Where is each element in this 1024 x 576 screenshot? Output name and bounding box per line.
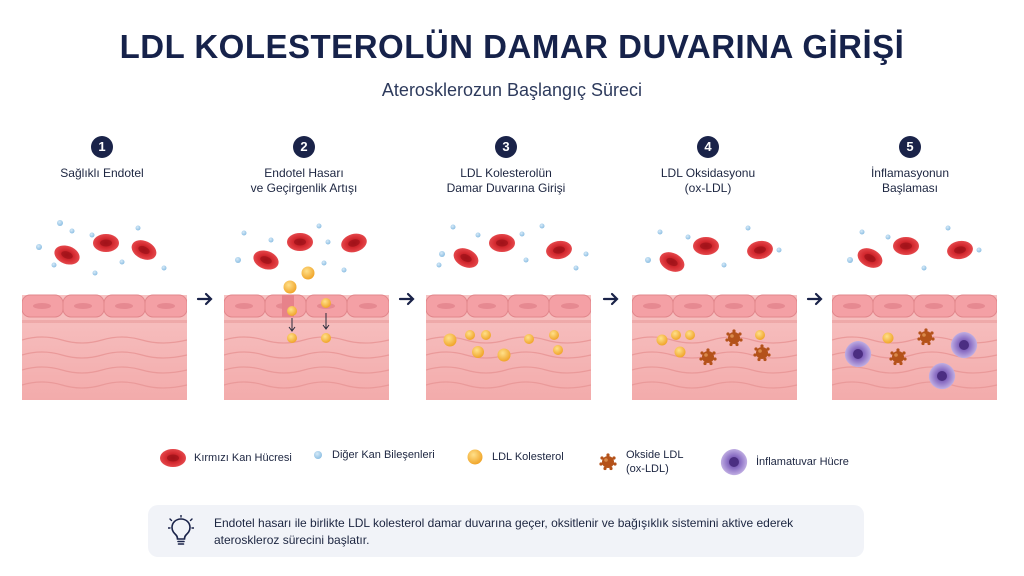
step-2-header: 2 Endotel Hasarı ve Geçirgenlik Artışı xyxy=(214,136,394,196)
step-title: Endotel Hasarı ve Geçirgenlik Artışı xyxy=(250,166,358,195)
blood-component-icon xyxy=(314,451,322,459)
legend-item-inflammatory-cell: İnflamatuvar Hücre xyxy=(720,448,849,476)
legend-label: İnflamatuvar Hücre xyxy=(756,456,849,468)
lightbulb-icon xyxy=(168,515,194,545)
legend-item-red-blood-cell: Kırmızı Kan Hücresi xyxy=(160,448,292,468)
arrow-right-icon xyxy=(398,292,415,306)
legend-label: Okside LDL (ox-LDL) xyxy=(626,449,684,475)
step-5-header: 5 İnflamasyonun Başlaması xyxy=(820,136,1000,196)
step-1-header: 1 Sağlıklı Endotel xyxy=(12,136,192,181)
step-title: İnflamasyonun Başlaması xyxy=(870,166,950,195)
panel-healthy-endothelium xyxy=(22,210,187,400)
step-4-header: 4 LDL Oksidasyonu (ox-LDL) xyxy=(618,136,798,196)
ldl-icon xyxy=(467,449,483,465)
arrow-right-icon xyxy=(602,292,619,306)
legend-label: Diğer Kan Bileşenleri xyxy=(332,449,435,461)
panel-ldl-oxidation xyxy=(632,210,797,400)
panel-endothelial-damage xyxy=(224,210,389,400)
step-title: Sağlıklı Endotel xyxy=(60,166,144,180)
step-title: LDL Kolesterolün Damar Duvarına Girişi xyxy=(446,166,566,195)
page-subtitle: Aterosklerozun Başlangıç Süreci xyxy=(381,80,643,100)
step-number-badge: 4 xyxy=(697,136,719,158)
info-note: Endotel hasarı ile birlikte LDL kolester… xyxy=(148,505,864,557)
legend-label: LDL Kolesterol xyxy=(492,451,564,463)
step-number-badge: 3 xyxy=(495,136,517,158)
legend-label: Kırmızı Kan Hücresi xyxy=(194,452,292,464)
red-blood-cell xyxy=(93,234,119,252)
arrow-right-icon xyxy=(806,292,823,306)
page-title: LDL KOLESTEROLÜN DAMAR DUVARINA GİRİŞİ xyxy=(119,28,905,65)
step-3-header: 3 LDL Kolesterolün Damar Duvarına Girişi xyxy=(416,136,596,196)
step-number-badge: 2 xyxy=(293,136,315,158)
legend-item-ldl: LDL Kolesterol xyxy=(466,448,564,466)
step-number-badge: 5 xyxy=(899,136,921,158)
panel-inflammation xyxy=(832,210,997,400)
red-blood-cell xyxy=(128,236,160,264)
panel-ldl-entry xyxy=(426,210,591,400)
step-title: LDL Oksidasyonu (ox-LDL) xyxy=(660,166,756,195)
step-number-badge: 1 xyxy=(91,136,113,158)
oxidized-ldl-icon xyxy=(599,453,617,471)
legend-item-blood-components: Diğer Kan Bileşenleri xyxy=(312,448,435,462)
arrow-right-icon xyxy=(196,292,213,306)
legend-item-oxidized-ldl: Okside LDL (ox-LDL) xyxy=(598,448,683,476)
note-text: Endotel hasarı ile birlikte LDL kolester… xyxy=(214,516,794,547)
red-blood-cell-icon xyxy=(160,449,186,467)
inflammatory-cell-icon xyxy=(720,449,748,476)
